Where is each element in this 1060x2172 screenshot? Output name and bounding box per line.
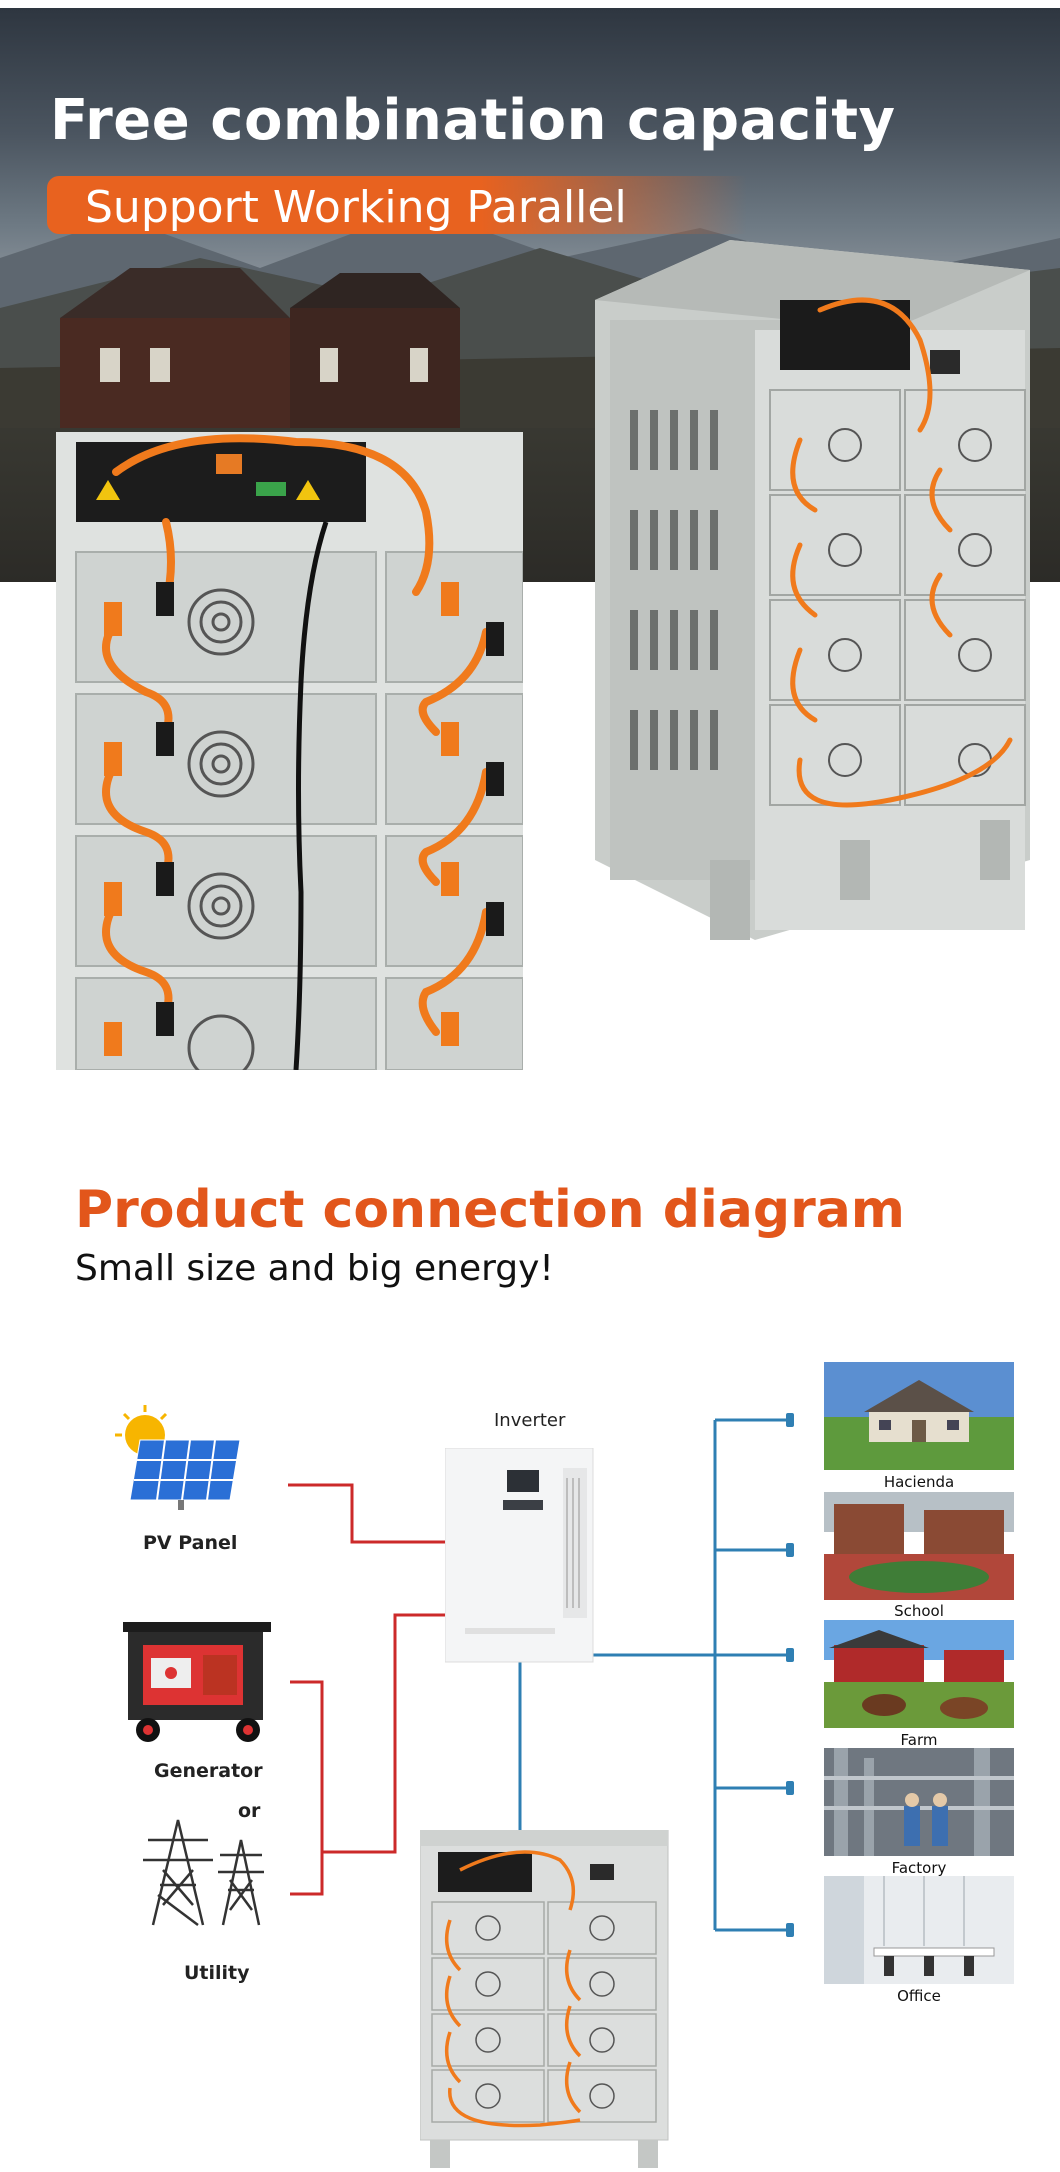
app-label-factory: Factory [891,1859,947,1877]
solar-panel-icon [115,1405,241,1510]
hacienda-image [824,1362,1014,1470]
app-label-school: School [894,1602,944,1620]
farm-image [824,1620,1014,1728]
battery-cabinet-photo [595,240,1030,940]
generator-label: Generator [154,1760,263,1782]
battery-closeup-photo [56,432,523,1070]
hero-title: Free combination capacity [50,88,896,153]
utility-label: Utility [184,1962,250,1984]
hero-subtitle-banner: Support Working Parallel [47,176,747,234]
app-label-hacienda: Hacienda [883,1473,955,1491]
generator-icon [123,1622,271,1742]
pv-panel-label: PV Panel [143,1532,238,1554]
school-image [824,1492,1014,1600]
app-label-office: Office [897,1987,941,2005]
utility-tower-icon [143,1819,264,1926]
or-label: or [238,1800,261,1822]
hero-subtitle: Support Working Parallel [85,182,627,233]
battery-cabinet-icon [420,1830,669,2168]
factory-image [824,1748,1014,1856]
diagram-title: Product connection diagram [75,1180,905,1240]
office-image [824,1876,1014,1984]
inverter-icon [445,1448,594,1663]
connection-lines [288,1413,794,1937]
app-label-farm: Farm [900,1731,938,1749]
connection-diagram: PV Panel Inverter Generator or [0,1300,1060,2172]
diagram-subtitle: Small size and big energy! [75,1248,554,1289]
inverter-label: Inverter [494,1410,566,1431]
